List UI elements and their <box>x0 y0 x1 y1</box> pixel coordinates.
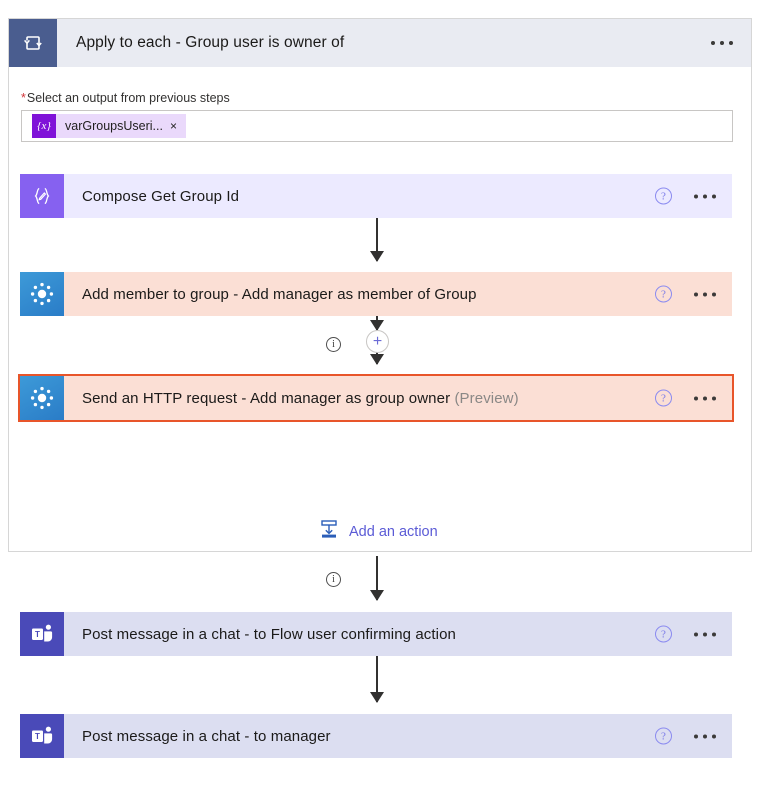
expression-variable-icon: {x} <box>32 114 56 138</box>
ellipsis-dot <box>712 292 716 296</box>
help-icon[interactable]: ? <box>655 389 672 407</box>
action-card-compose[interactable]: Compose Get Group Id ? <box>20 174 732 218</box>
select-output-input[interactable]: {x} varGroupsUseri... × <box>21 110 733 142</box>
ellipsis-dot <box>729 41 733 45</box>
insert-action-icon <box>319 519 339 544</box>
connector-arrow <box>376 218 378 261</box>
help-icon[interactable]: ? <box>655 625 672 643</box>
token-label: varGroupsUseri... <box>65 119 163 133</box>
help-icon[interactable]: ? <box>655 727 672 745</box>
ellipsis-dot <box>720 41 724 45</box>
preview-badge: (Preview) <box>454 389 519 407</box>
card-menu-button[interactable] <box>694 292 716 296</box>
required-marker: * <box>21 91 26 105</box>
insert-step-plus-icon[interactable]: + <box>366 330 389 353</box>
ellipsis-dot <box>694 632 698 636</box>
close-icon[interactable]: × <box>169 119 177 133</box>
connector-arrow <box>376 656 378 702</box>
teams-icon: T <box>20 714 64 758</box>
card-actions: ? <box>655 625 716 643</box>
card-menu-button[interactable] <box>694 734 716 738</box>
card-actions: ? <box>655 389 716 407</box>
action-card-title: Post message in a chat - to manager <box>82 727 331 745</box>
card-actions: ? <box>655 727 716 745</box>
apply-to-each-header[interactable]: Apply to each - Group user is owner of <box>9 19 751 67</box>
action-card-title: Post message in a chat - to Flow user co… <box>82 625 456 643</box>
apply-to-each-menu-button[interactable] <box>711 41 733 45</box>
ellipsis-dot <box>703 292 707 296</box>
ellipsis-dot <box>703 194 707 198</box>
connector-line-upper <box>376 316 378 330</box>
connector-arrow <box>376 556 378 600</box>
compose-icon <box>20 174 64 218</box>
action-card-post-message-manager[interactable]: T Post message in a chat - to manager ? <box>20 714 732 758</box>
apply-to-each-title: Apply to each - Group user is owner of <box>76 34 345 51</box>
dynamic-content-token[interactable]: {x} varGroupsUseri... × <box>32 114 186 138</box>
action-card-post-message-flow-user[interactable]: T Post message in a chat - to Flow user … <box>20 612 732 656</box>
svg-text:T: T <box>35 732 40 741</box>
ellipsis-dot <box>703 734 707 738</box>
info-icon[interactable]: i <box>326 572 341 587</box>
ellipsis-dot <box>694 396 698 400</box>
svg-text:T: T <box>35 630 40 639</box>
ellipsis-dot <box>694 292 698 296</box>
ellipsis-dot <box>711 41 715 45</box>
add-an-action-label: Add an action <box>349 523 438 540</box>
connector-arrow <box>376 352 378 364</box>
action-card-send-http-request[interactable]: Send an HTTP request - Add manager as gr… <box>18 374 734 422</box>
ellipsis-dot <box>712 396 716 400</box>
action-card-title: Compose Get Group Id <box>82 187 240 205</box>
select-output-label-text: Select an output from previous steps <box>26 91 230 105</box>
ellipsis-dot <box>694 734 698 738</box>
add-an-action-button[interactable]: Add an action <box>319 519 438 544</box>
ellipsis-dot <box>712 194 716 198</box>
help-icon[interactable]: ? <box>655 285 672 303</box>
card-menu-button[interactable] <box>694 194 716 198</box>
azure-ad-icon <box>20 272 64 316</box>
card-menu-button[interactable] <box>694 396 716 400</box>
teams-icon: T <box>20 612 64 656</box>
ellipsis-dot <box>712 734 716 738</box>
ellipsis-dot <box>694 194 698 198</box>
action-card-title: Add member to group - Add manager as mem… <box>82 285 477 303</box>
card-actions: ? <box>655 187 716 205</box>
select-output-label: *Select an output from previous steps <box>21 91 733 105</box>
ellipsis-dot <box>703 632 707 636</box>
ellipsis-dot <box>703 396 707 400</box>
help-icon[interactable]: ? <box>655 187 672 205</box>
action-card-title-text: Send an HTTP request - Add manager as gr… <box>82 389 451 407</box>
card-menu-button[interactable] <box>694 632 716 636</box>
action-card-title: Send an HTTP request - Add manager as gr… <box>82 390 519 407</box>
select-output-field-block: *Select an output from previous steps {x… <box>21 91 733 142</box>
info-icon[interactable]: i <box>326 337 341 352</box>
loop-repeat-icon <box>9 19 57 67</box>
azure-ad-icon <box>20 376 64 420</box>
card-actions: ? <box>655 285 716 303</box>
ellipsis-dot <box>712 632 716 636</box>
action-card-add-member-to-group[interactable]: Add member to group - Add manager as mem… <box>20 272 732 316</box>
